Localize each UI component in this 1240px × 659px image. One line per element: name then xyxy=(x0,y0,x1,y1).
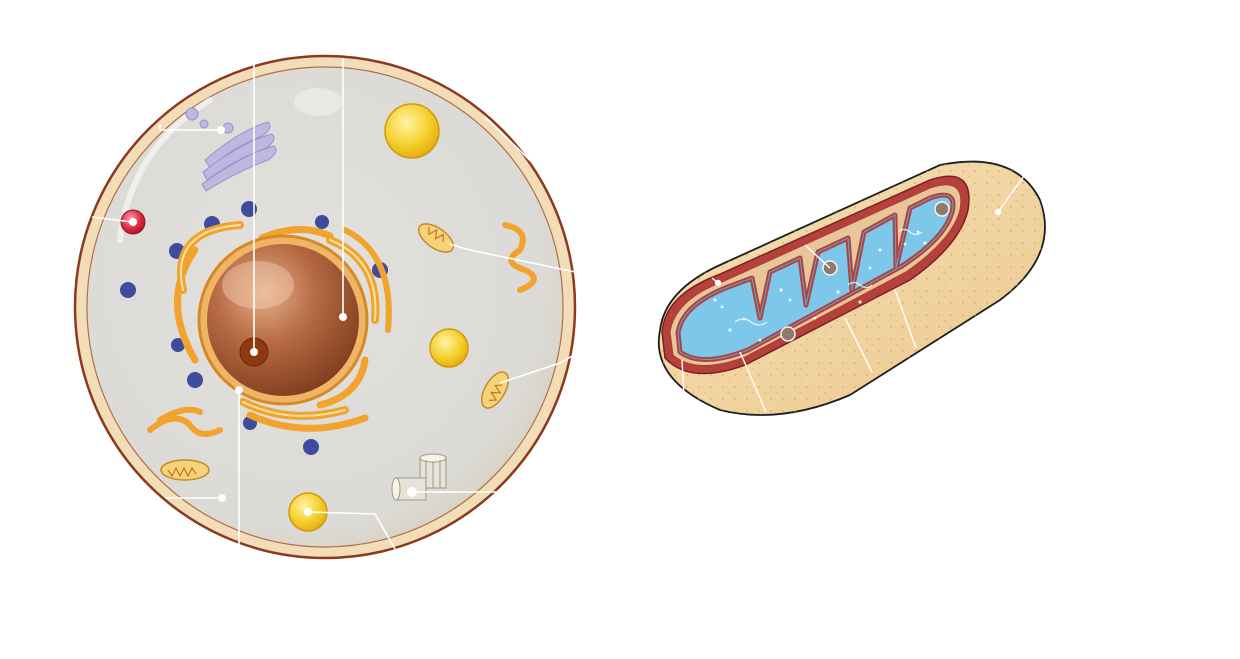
matrix-outline xyxy=(677,194,954,361)
animal-cell xyxy=(73,54,577,560)
matrix-ribosomes xyxy=(713,230,927,342)
mitochondrion-small xyxy=(481,371,509,409)
mitochondrion-small xyxy=(417,223,455,253)
ribosome xyxy=(315,215,329,229)
cell-highlight-spot xyxy=(294,88,342,116)
ribosome xyxy=(187,372,203,388)
rough-endoplasmic-reticulum xyxy=(174,221,392,432)
ribosome xyxy=(241,201,257,217)
mitochondrion-small xyxy=(160,459,210,481)
vesicle xyxy=(384,103,440,159)
nucleus-highlight xyxy=(222,261,294,309)
mito-leader-lines xyxy=(681,175,1025,413)
matrix-granules xyxy=(780,201,950,342)
leader-lines xyxy=(91,58,576,550)
nucleus xyxy=(207,244,359,396)
ribosome xyxy=(171,338,185,352)
ribosome xyxy=(120,282,136,298)
centriole xyxy=(391,453,447,501)
vesicle xyxy=(429,328,469,368)
mitochondrion-cross-section xyxy=(657,160,1046,416)
golgi-apparatus xyxy=(185,107,277,192)
ribosome xyxy=(303,439,319,455)
smooth-er xyxy=(147,222,537,437)
matrix-dna xyxy=(734,228,923,326)
